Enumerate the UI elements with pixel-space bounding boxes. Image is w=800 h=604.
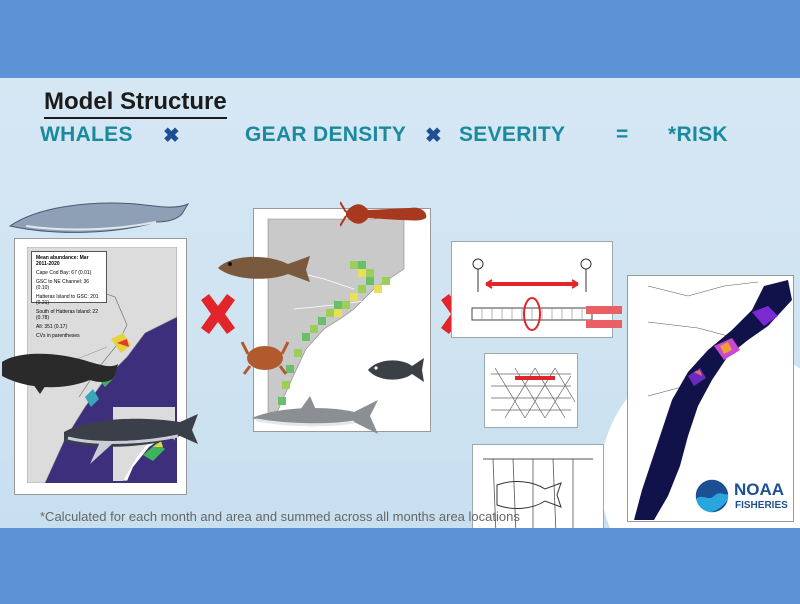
noaa-name: NOAA: [734, 480, 785, 499]
whale-map-line-4: South of Hatteras Island: 22 (0.78): [36, 309, 98, 321]
slide-content: Model Structure WHALES ✖ GEAR DENSITY ✖ …: [0, 78, 800, 528]
gillnet-diagram: [483, 458, 593, 528]
noaa-fisheries-logo: NOAA FISHERIES: [694, 478, 794, 518]
whale-map-cv-note: CVs in parentheses: [36, 333, 80, 339]
whale-map-all: All: 351 (0.17): [36, 324, 68, 330]
equation-term-gear-density: GEAR DENSITY: [245, 123, 407, 146]
net-diagram: [491, 367, 576, 419]
right-whale-icon: [2, 353, 118, 394]
top-band: [0, 0, 800, 78]
equation-term-severity: SEVERITY: [459, 123, 566, 146]
multiply-operator-2: ✖: [425, 125, 442, 147]
equals-operator: =: [616, 123, 629, 146]
whale-map-heading: Mean abundance: Mar 2011-2020: [36, 255, 89, 267]
noaa-fisheries: FISHERIES: [735, 500, 788, 511]
gear-density-cells: [278, 261, 390, 405]
whale-map-line-1: Cape Cod Bay: 67 (0.01): [36, 270, 92, 276]
whale-map-line-2: GSC to NE Channel: 36 (0.10): [36, 279, 90, 291]
buoy-line-diagram: [471, 258, 593, 331]
footnote: *Calculated for each month and area and …: [40, 509, 520, 524]
bottom-band: [0, 528, 800, 604]
whale-map-legend: Mean abundance: Mar 2011-2020 Cape Cod B…: [31, 251, 107, 339]
equals-sign-icon: [586, 306, 622, 328]
monkfish-icon: [218, 256, 310, 282]
noaa-emblem-icon: [694, 478, 730, 514]
humpback-whale-icon: [64, 414, 198, 464]
whale-map-line-3: Hatteras Island to GSC: 201 (0.21): [36, 294, 99, 306]
whale-map-plot: Mean abundance: Mar 2011-2020 Cape Cod B…: [27, 247, 177, 483]
fin-whale-icon: [8, 202, 190, 233]
whale-abundance-map: Mean abundance: Mar 2011-2020 Cape Cod B…: [14, 238, 187, 495]
crab-icon: [240, 341, 290, 375]
equation-term-whales: WHALES: [40, 123, 133, 146]
lobster-icon: [340, 201, 427, 227]
slide-title: Model Structure: [44, 88, 227, 119]
shark-icon: [252, 396, 378, 434]
multiply-operator-1: ✖: [163, 125, 180, 147]
multiply-x-icon: [201, 294, 235, 334]
severity-diagram-gillnet: [472, 444, 604, 528]
severity-diagram-net: [484, 353, 578, 428]
equation-term-risk: *RISK: [668, 123, 728, 146]
black-sea-bass-icon: [368, 358, 424, 382]
